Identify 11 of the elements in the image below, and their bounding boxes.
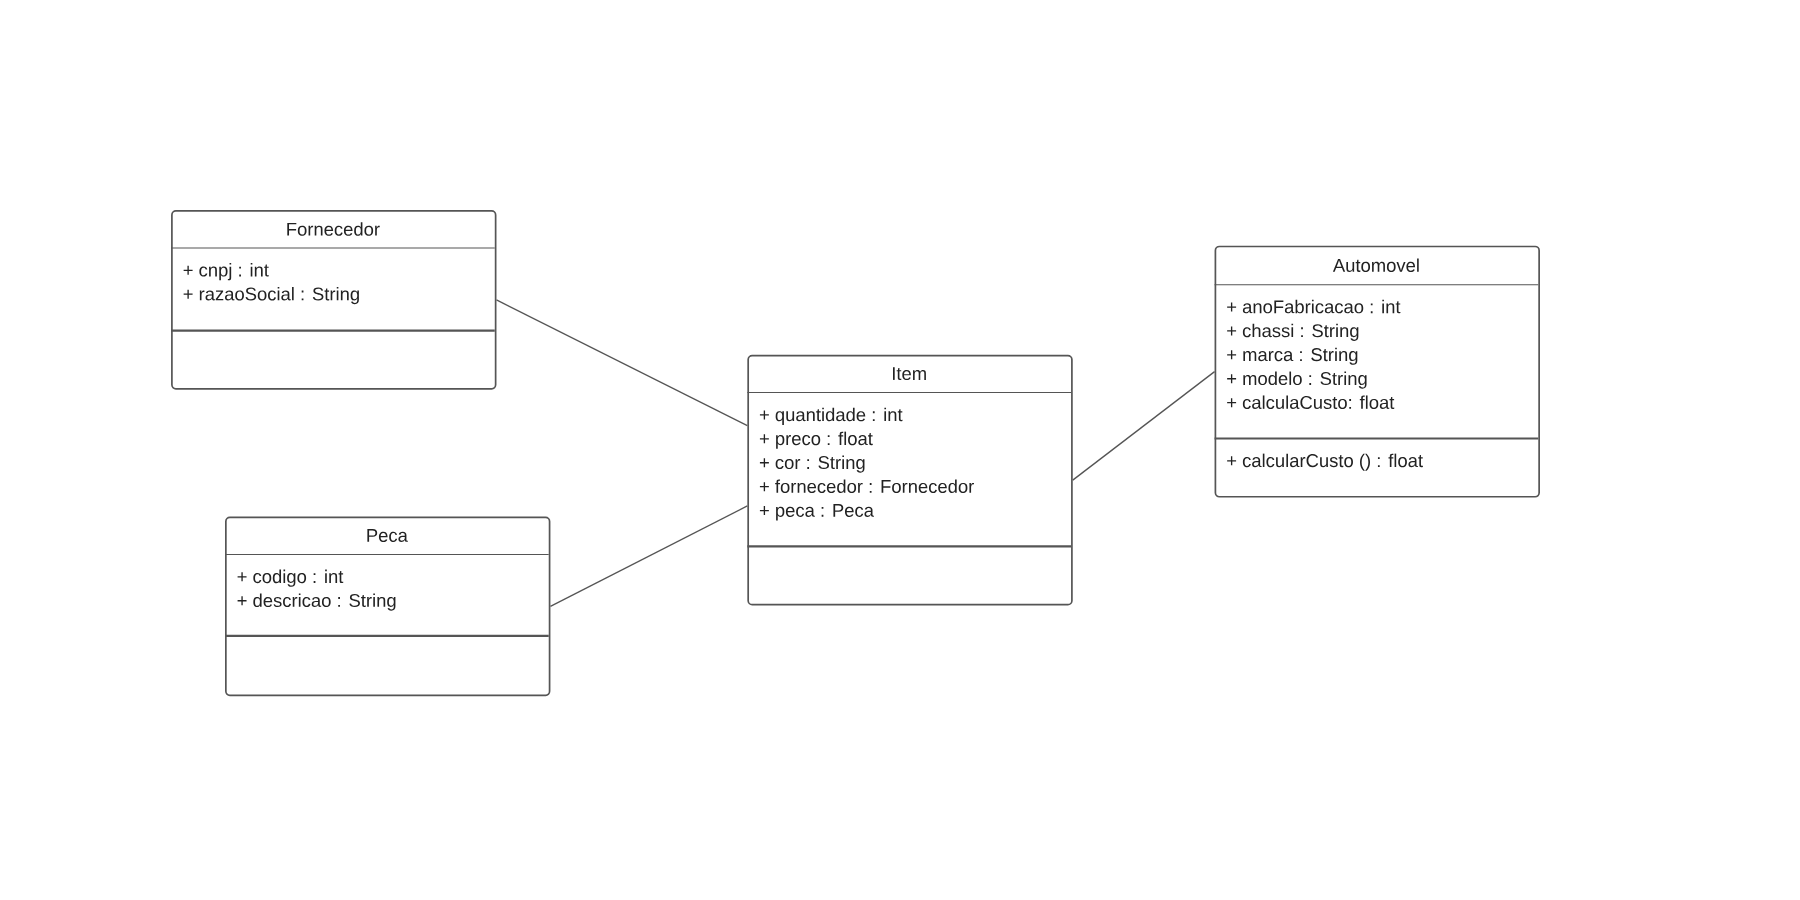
association-line	[549, 505, 748, 608]
method-compartment	[225, 634, 549, 638]
association-line	[1072, 371, 1216, 481]
attribute-compartment: + codigo : int + descricao : String	[224, 553, 550, 611]
attribute-compartment: + cnpj : int + razaoSocial : String	[170, 247, 496, 305]
attribute-compartment: + quantidade : int + preco : float + cor : String + fornecedor : Fornecedor + peca : Peca	[746, 392, 1072, 521]
association-line	[495, 299, 748, 427]
method-compartment: + calcularCusto () : float	[1214, 437, 1539, 471]
method-compartment	[171, 329, 495, 332]
attribute-compartment: + anoFabricacao : int + chassi : String + marca : String + modelo : String + calculaCusto: float	[1214, 284, 1539, 409]
method-compartment	[747, 545, 1072, 548]
